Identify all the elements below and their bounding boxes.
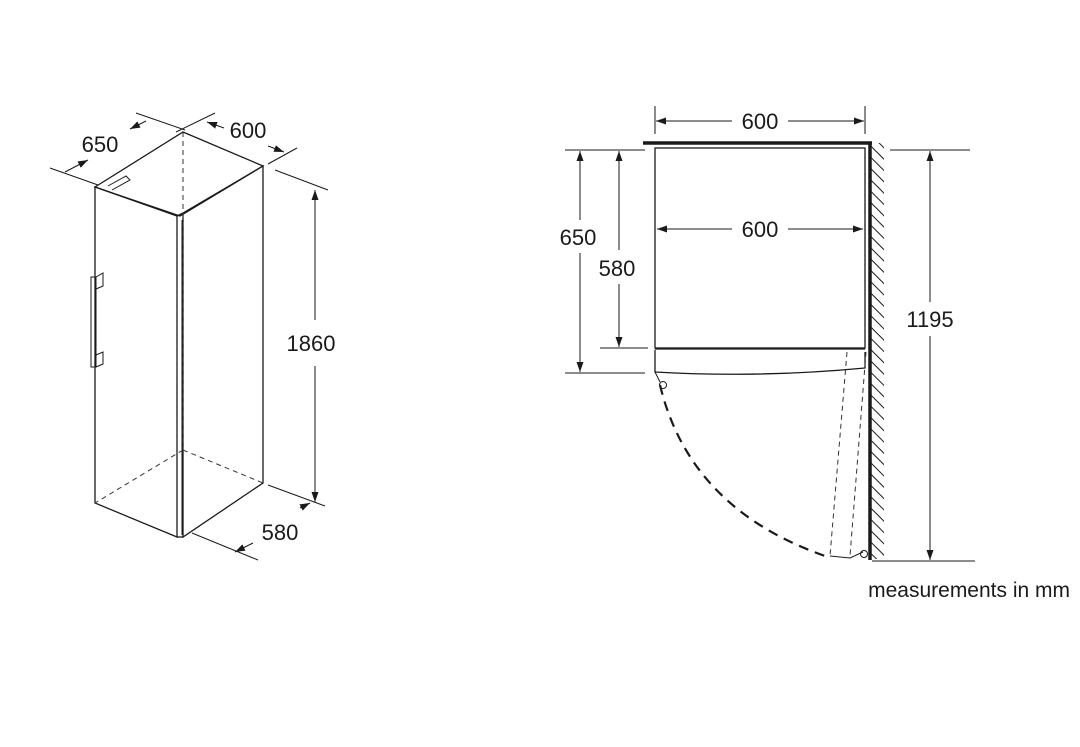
dimension-inner-width-600: 600 bbox=[657, 217, 863, 242]
door-depth-580-label: 580 bbox=[262, 520, 299, 545]
width-600-label: 600 bbox=[230, 118, 267, 143]
units-note: measurements in mm bbox=[868, 579, 1070, 602]
isometric-view: 650 600 1860 580 bbox=[49, 112, 336, 561]
door-closed bbox=[654, 350, 866, 375]
dimension-door-clearance-1195: 1195 bbox=[872, 149, 975, 562]
hinge-left bbox=[659, 381, 667, 389]
cabinet-top bbox=[93, 131, 265, 217]
dimension-top-width-600: 600 bbox=[654, 106, 866, 134]
dimension-depth-650: 650 bbox=[560, 149, 645, 374]
top-width-600-label: 600 bbox=[742, 109, 779, 134]
top-view: 600 600 650 580 1195 bbox=[560, 106, 975, 562]
depth-650-label: 650 bbox=[82, 132, 119, 157]
cabinet-body bbox=[90, 131, 265, 539]
dimension-door-depth-580: 580 bbox=[191, 502, 311, 561]
inner-width-600-label: 600 bbox=[742, 217, 779, 242]
depth-650-label: 650 bbox=[560, 225, 597, 250]
hinge-right bbox=[860, 550, 868, 558]
door-handle bbox=[90, 272, 104, 368]
dimension-height-1860: 1860 bbox=[267, 169, 336, 507]
dimension-width-600: 600 bbox=[175, 112, 298, 165]
height-1860-label: 1860 bbox=[287, 331, 336, 356]
door-swing-arc bbox=[658, 384, 829, 559]
cabinet-side bbox=[182, 164, 264, 539]
dimension-depth-650: 650 bbox=[49, 112, 186, 186]
dimension-body-depth-580: 580 bbox=[599, 151, 648, 349]
door-clearance-1195-label: 1195 bbox=[906, 307, 953, 332]
body-depth-580-label: 580 bbox=[599, 256, 636, 281]
cabinet-outline bbox=[654, 147, 866, 349]
cabinet-door bbox=[94, 186, 178, 538]
wall-hatching bbox=[870, 143, 884, 559]
